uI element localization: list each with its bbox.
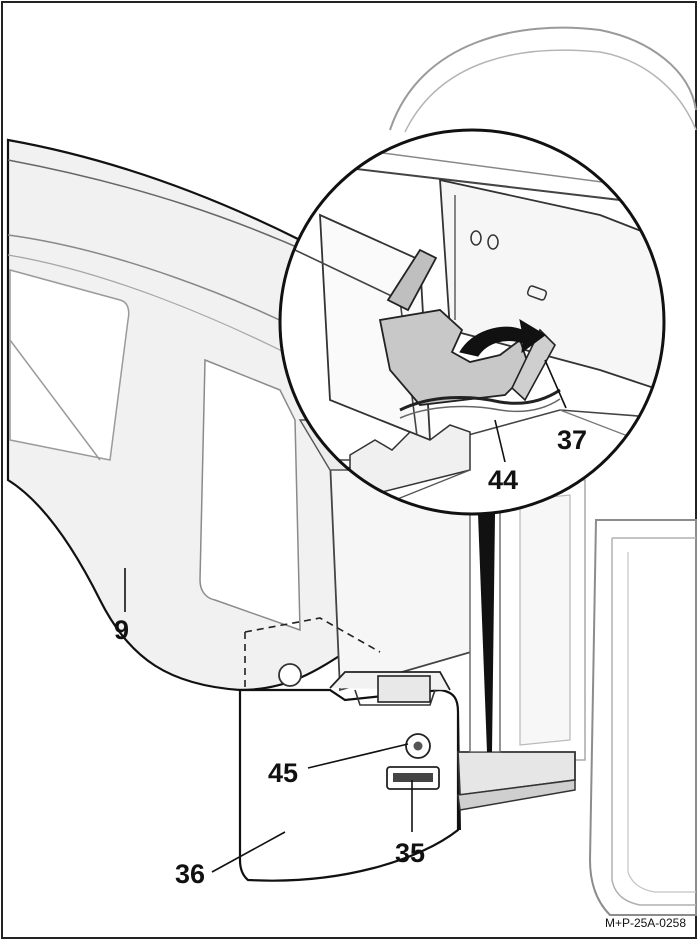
rotation-arrow (459, 318, 546, 357)
screw-center (413, 741, 423, 751)
detail-contents (280, 149, 664, 501)
leader-36 (211, 831, 286, 873)
main-body-ridge-2 (7, 254, 291, 356)
hood-outline-inner (404, 49, 697, 133)
leader-45 (307, 743, 409, 769)
callout-44: 44 (488, 465, 519, 495)
main-body-ridge (7, 234, 301, 331)
hidden-outline (244, 617, 381, 653)
body-hole (278, 663, 302, 687)
detail-latch-plate (378, 309, 532, 406)
left-recess (9, 269, 130, 461)
detail-pointer (478, 514, 495, 752)
leader-44 (494, 419, 506, 463)
bracket-tab-block (377, 675, 431, 703)
callout-37: 37 (557, 425, 588, 455)
detail-spring (511, 328, 556, 402)
bracket-tab-slot (354, 689, 436, 706)
bracket-front (238, 688, 460, 882)
hood-outline (389, 26, 697, 131)
main-body-top-edge (7, 159, 331, 263)
callout-35: 35 (395, 838, 426, 868)
figure-reference-code: M+P-25A-0258 (604, 916, 686, 930)
detail-latch-top (386, 248, 438, 312)
callout-36: 36 (175, 859, 206, 889)
leader-37 (544, 359, 567, 409)
slot-35-inner (393, 773, 433, 782)
right-panel-inner (611, 537, 696, 906)
left-recess-diagonal (9, 339, 101, 461)
right-panel (588, 519, 697, 916)
rear-frame-2 (519, 494, 571, 746)
base-plate-face (457, 779, 576, 811)
callout-45: 45 (268, 758, 299, 788)
right-panel-inner-2 (627, 552, 696, 893)
center-recess (199, 358, 301, 632)
callout-9: 9 (114, 615, 130, 645)
detail-circle-outline (278, 128, 666, 516)
